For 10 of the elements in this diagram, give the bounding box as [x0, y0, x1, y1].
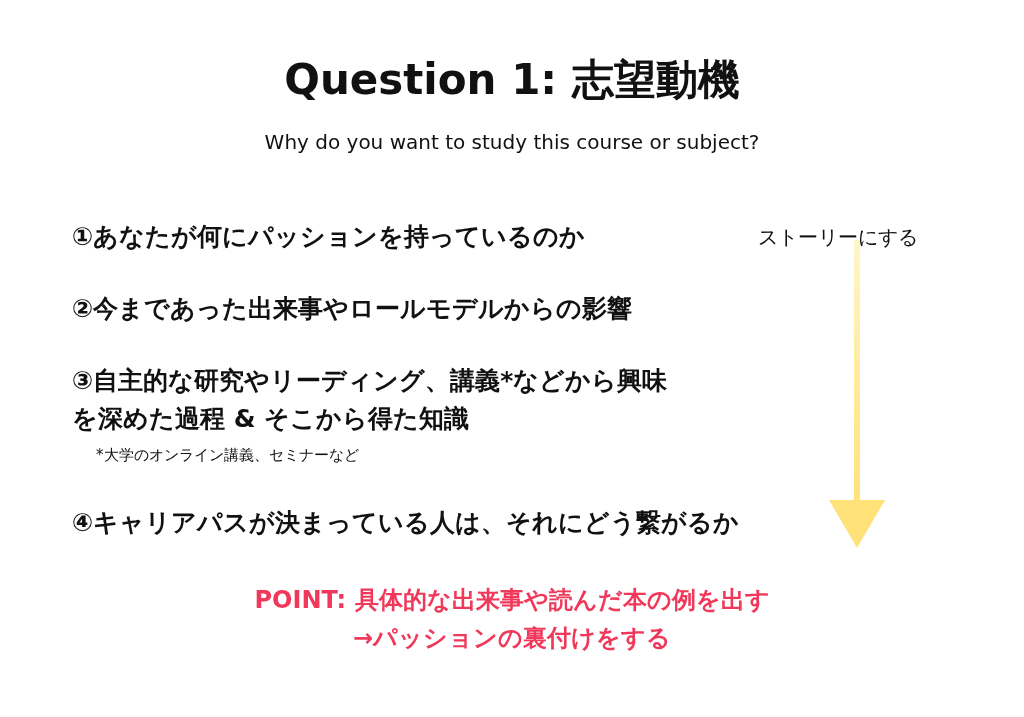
subtitle: Why do you want to study this course or subject?	[263, 130, 761, 154]
footnote: *大学のオンライン講義、セミナーなど	[96, 446, 359, 465]
arrow-caption: ストーリーにする	[758, 224, 918, 251]
point-note: POINT: 具体的な出来事や読んだ本の例を出す	[253, 585, 771, 616]
list-item: ④キャリアパスが決まっている人は、それにどう繋がるか	[72, 507, 740, 539]
title: Question 1: 志望動機	[283, 54, 741, 106]
list-item: ③自主的な研究やリーディング、講義*などから興味を深めた過程 & そこから得た知識	[72, 365, 669, 435]
list-item: ②今まであった出来事やロールモデルからの影響	[72, 293, 633, 325]
list-item: ①あなたが何にパッションを持っているのか	[72, 221, 586, 253]
point-note: →パッションの裏付けをする	[351, 623, 673, 654]
